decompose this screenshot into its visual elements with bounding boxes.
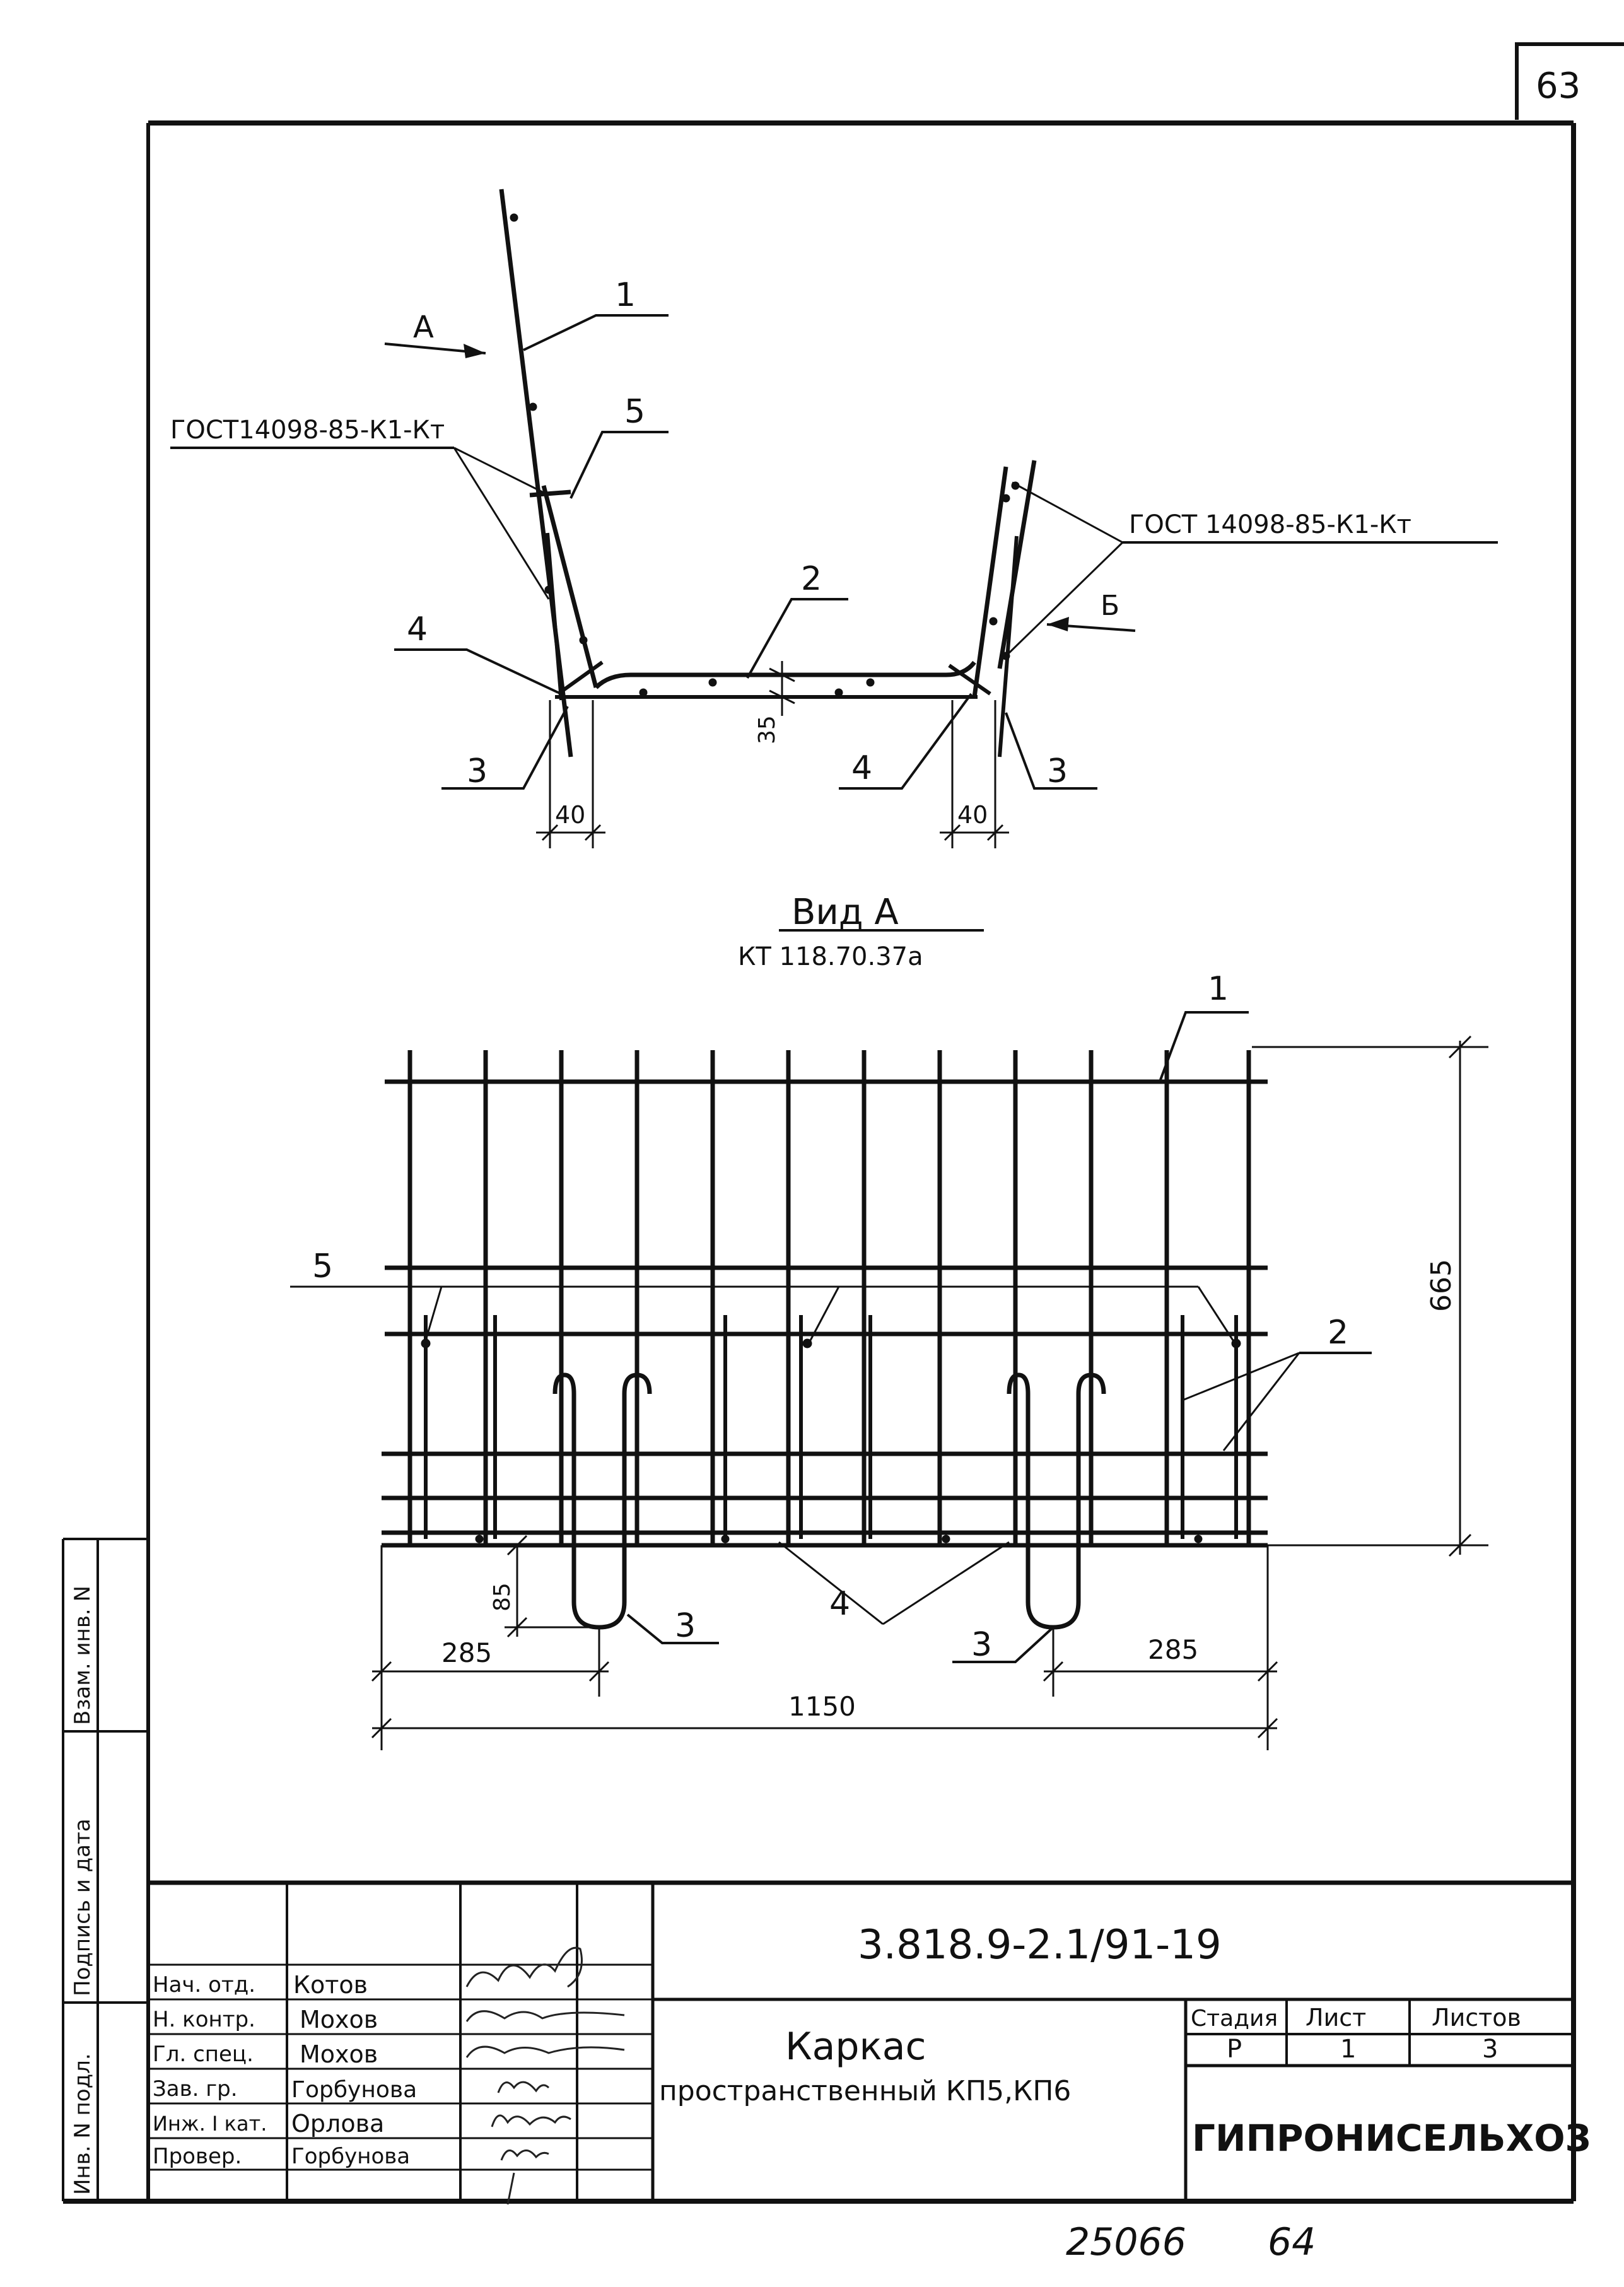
side-stamp [62,1538,148,2201]
signatures [465,1946,625,2205]
signature-5 [491,2114,571,2127]
dim-40-right: 40 [957,801,988,829]
role-2: Н. контр. [153,2007,255,2032]
title-line-1: Каркас [785,2025,926,2069]
role-4: Зав. гр. [153,2076,238,2102]
val-sheet: 1 [1340,2035,1356,2064]
footer-page-number: 64 [1268,2220,1316,2264]
role-3: Гл. спец. [153,2042,254,2067]
dim-285-right: 285 [1148,1634,1198,1665]
view-a-title: Вид А [792,892,899,933]
hdr-sheet: Лист [1306,2004,1366,2032]
callout-2: 2 [801,560,822,598]
drawing-frame [63,120,1576,2204]
mesh-callout-3-left: 3 [675,1607,696,1645]
dim-1150: 1150 [788,1691,856,1722]
mesh-callout-5: 5 [312,1248,333,1285]
right-rod-3 [998,535,1019,757]
role-5: Инж. I кат. [153,2112,267,2136]
dim-40-left: 40 [555,801,585,829]
side-stamp-podpis: Подпись и дата [70,1818,95,1996]
callout-4-left: 4 [407,611,428,648]
title-block [148,1880,1574,2201]
dim-35: 35 [754,715,780,744]
callout-3-right: 3 [1047,752,1068,790]
brace-4-left [557,660,604,696]
val-sheets: 3 [1482,2035,1498,2064]
view-a-subtitle: КТ 118.70.37а [738,942,923,971]
left-rod-3 [546,532,563,701]
callout-5: 5 [624,393,645,431]
hdr-stage: Стадия [1191,2006,1278,2032]
roles-table: Нач. отд. Котов Н. контр. Мохов Гл. спец… [153,1971,417,2169]
right-wall-inner [997,460,1037,669]
name-2: Мохов [300,2006,378,2033]
role-1: Нач. отд. [153,1972,255,1997]
view-arrow-b: Б [1101,590,1119,622]
page-number-box: 63 [1515,42,1624,120]
mesh-callout-3-right: 3 [971,1626,992,1664]
gost-left: ГОСТ14098-85-К1-Кт [170,416,445,445]
dim-285-left: 285 [441,1637,492,1668]
archive-number: 25066 [1066,2220,1186,2264]
rod-5 [529,489,571,498]
mesh-callout-1: 1 [1208,970,1229,1008]
name-4: Горбунова [291,2077,417,2103]
side-stamp-vzam: Взам. инв. N [70,1586,95,1725]
bottom-mesh [594,660,976,689]
callout-3-left: 3 [467,752,488,790]
left-wall-inner [541,485,599,688]
organization: ГИПРОНИСЕЛЬХОЗ [1192,2117,1591,2160]
mesh-callout-2: 2 [1328,1314,1348,1352]
page-number: 63 [1536,66,1580,107]
signature-4 [497,2081,550,2093]
signature-1 [465,1946,583,1988]
callout-1: 1 [615,276,636,314]
gost-right: ГОСТ 14098-85-К1-Кт [1129,510,1411,539]
dim-85: 85 [489,1582,515,1611]
hdr-sheets: Листов [1432,2004,1521,2032]
val-stage: Р [1227,2035,1242,2064]
role-6: Провер. [153,2144,242,2169]
title-line-2: пространственный КП5,КП6 [659,2075,1071,2107]
dim-665: 665 [1425,1259,1458,1312]
brace-4-right [948,664,991,696]
mesh-view-a [290,1011,1488,1750]
section-view [170,189,1498,848]
right-wall-outer [972,466,1008,698]
signature-2 [465,2010,625,2022]
doc-code: 3.818.9-2.1/91-19 [858,1922,1222,1968]
signature-6 [500,2150,549,2205]
name-6: Горбунова [291,2144,410,2169]
side-stamp-inv-podl: Инв. N подл. [70,2053,95,2195]
callout-4-right: 4 [851,749,872,787]
signature-3 [465,2045,625,2058]
name-5: Орлова [291,2110,384,2138]
name-1: Котов [293,1971,368,1999]
mesh-callout-4: 4 [829,1585,850,1623]
view-arrow-a: А [413,310,434,345]
name-3: Мохов [300,2040,378,2068]
